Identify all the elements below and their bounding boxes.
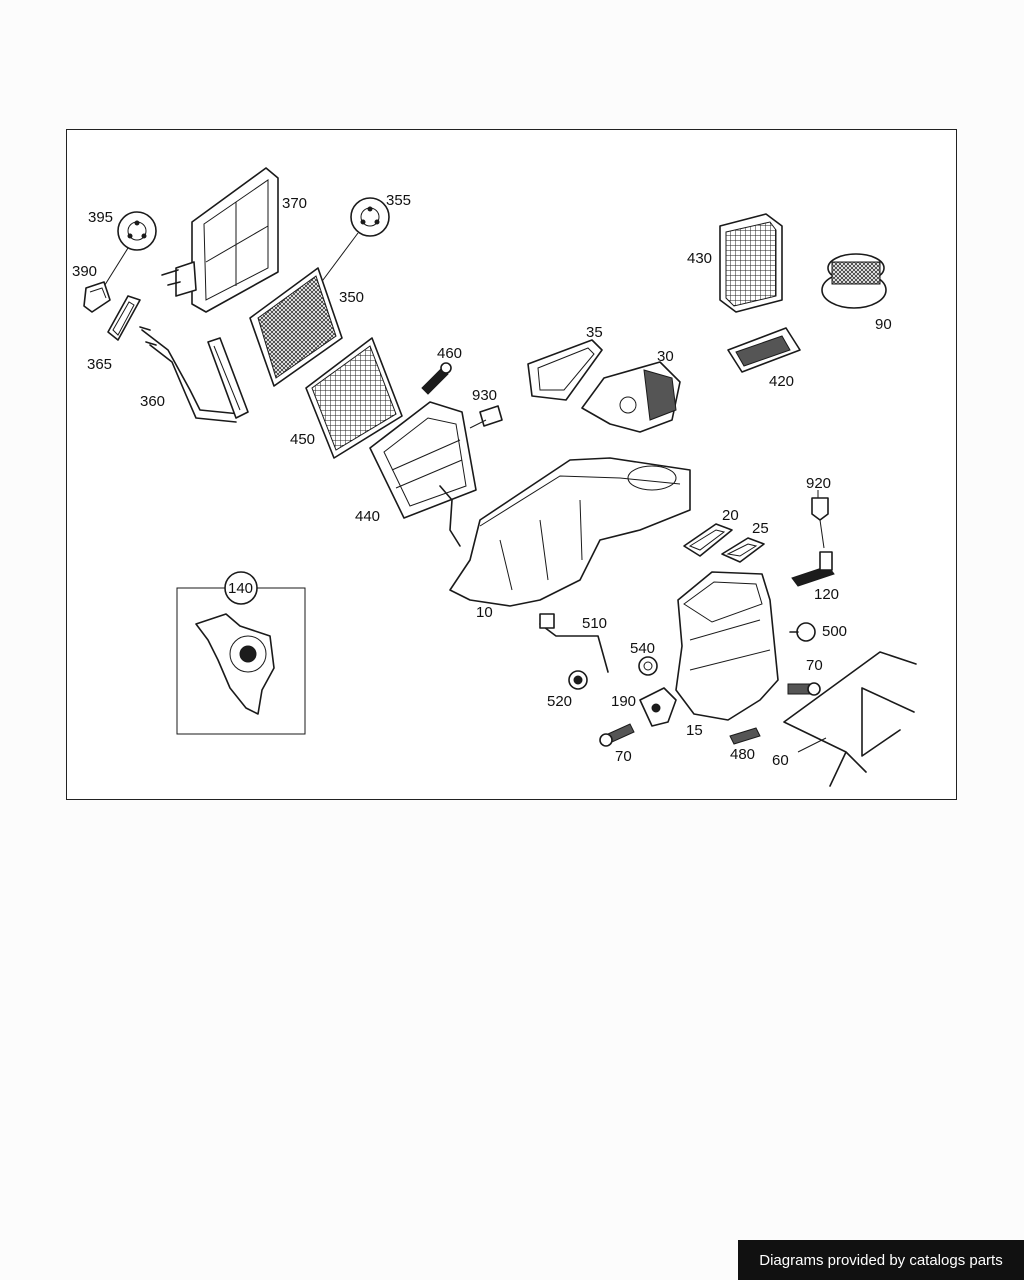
- part-35-gasket: [527, 339, 603, 401]
- label-70-a: 70: [806, 657, 823, 674]
- label-60: 60: [772, 752, 789, 769]
- part-350-evaporator: [249, 267, 343, 387]
- label-540: 540: [630, 640, 655, 657]
- part-450-grille: [305, 337, 403, 459]
- part-30-blower-housing: [581, 361, 681, 433]
- part-140-actuator-detail: [176, 571, 306, 735]
- label-20: 20: [722, 507, 739, 524]
- label-120: 120: [814, 586, 839, 603]
- label-350: 350: [339, 289, 364, 306]
- part-430-cabin-filter: [719, 213, 783, 313]
- label-390: 390: [72, 263, 97, 280]
- label-35: 35: [586, 324, 603, 341]
- label-920: 920: [806, 475, 831, 492]
- part-10-main-housing: [449, 457, 691, 607]
- part-420-flap: [727, 327, 801, 373]
- part-365-seal: [107, 295, 141, 341]
- part-540-nut: [638, 656, 658, 676]
- part-390-bracket: [83, 281, 111, 313]
- part-510-pipe: [539, 613, 609, 673]
- label-140: 140: [228, 580, 253, 597]
- label-460: 460: [437, 345, 462, 362]
- part-500-bolt: [789, 622, 816, 642]
- part-395-washer: [102, 211, 157, 289]
- part-70-screw-a: [787, 682, 821, 696]
- label-520: 520: [547, 693, 572, 710]
- label-430: 430: [687, 250, 712, 267]
- part-520-grommet: [568, 670, 588, 690]
- label-510: 510: [582, 615, 607, 632]
- part-480-clip: [729, 727, 761, 745]
- label-190: 190: [611, 693, 636, 710]
- label-370: 370: [282, 195, 307, 212]
- part-460-bolt: [421, 362, 452, 395]
- label-500: 500: [822, 623, 847, 640]
- part-190-actuator: [639, 687, 677, 727]
- label-90: 90: [875, 316, 892, 333]
- label-70-b: 70: [615, 748, 632, 765]
- part-360-heater-core: [139, 326, 249, 423]
- label-365: 365: [87, 356, 112, 373]
- label-930: 930: [472, 387, 497, 404]
- label-480: 480: [730, 746, 755, 763]
- footer-credit: Diagrams provided by catalogs parts: [738, 1240, 1024, 1280]
- part-355-washer: [319, 197, 390, 285]
- part-930-connector: [469, 405, 503, 429]
- part-440-frame: [369, 401, 477, 547]
- label-395: 395: [88, 209, 113, 226]
- label-15: 15: [686, 722, 703, 739]
- label-25: 25: [752, 520, 769, 537]
- label-440: 440: [355, 508, 380, 525]
- part-25-gasket: [721, 537, 765, 563]
- part-20-gasket: [683, 523, 733, 557]
- part-15-lower-housing: [675, 571, 779, 721]
- label-360: 360: [140, 393, 165, 410]
- part-90-blower-motor: [821, 253, 887, 309]
- part-70-screw-b: [599, 723, 635, 747]
- label-30: 30: [657, 348, 674, 365]
- label-450: 450: [290, 431, 315, 448]
- label-10: 10: [476, 604, 493, 621]
- part-60-outline: [783, 651, 917, 787]
- label-355: 355: [386, 192, 411, 209]
- part-920-clip: [811, 490, 829, 549]
- label-420: 420: [769, 373, 794, 390]
- part-120-sensor: [791, 551, 835, 587]
- part-370-heat-exchanger: [161, 167, 279, 313]
